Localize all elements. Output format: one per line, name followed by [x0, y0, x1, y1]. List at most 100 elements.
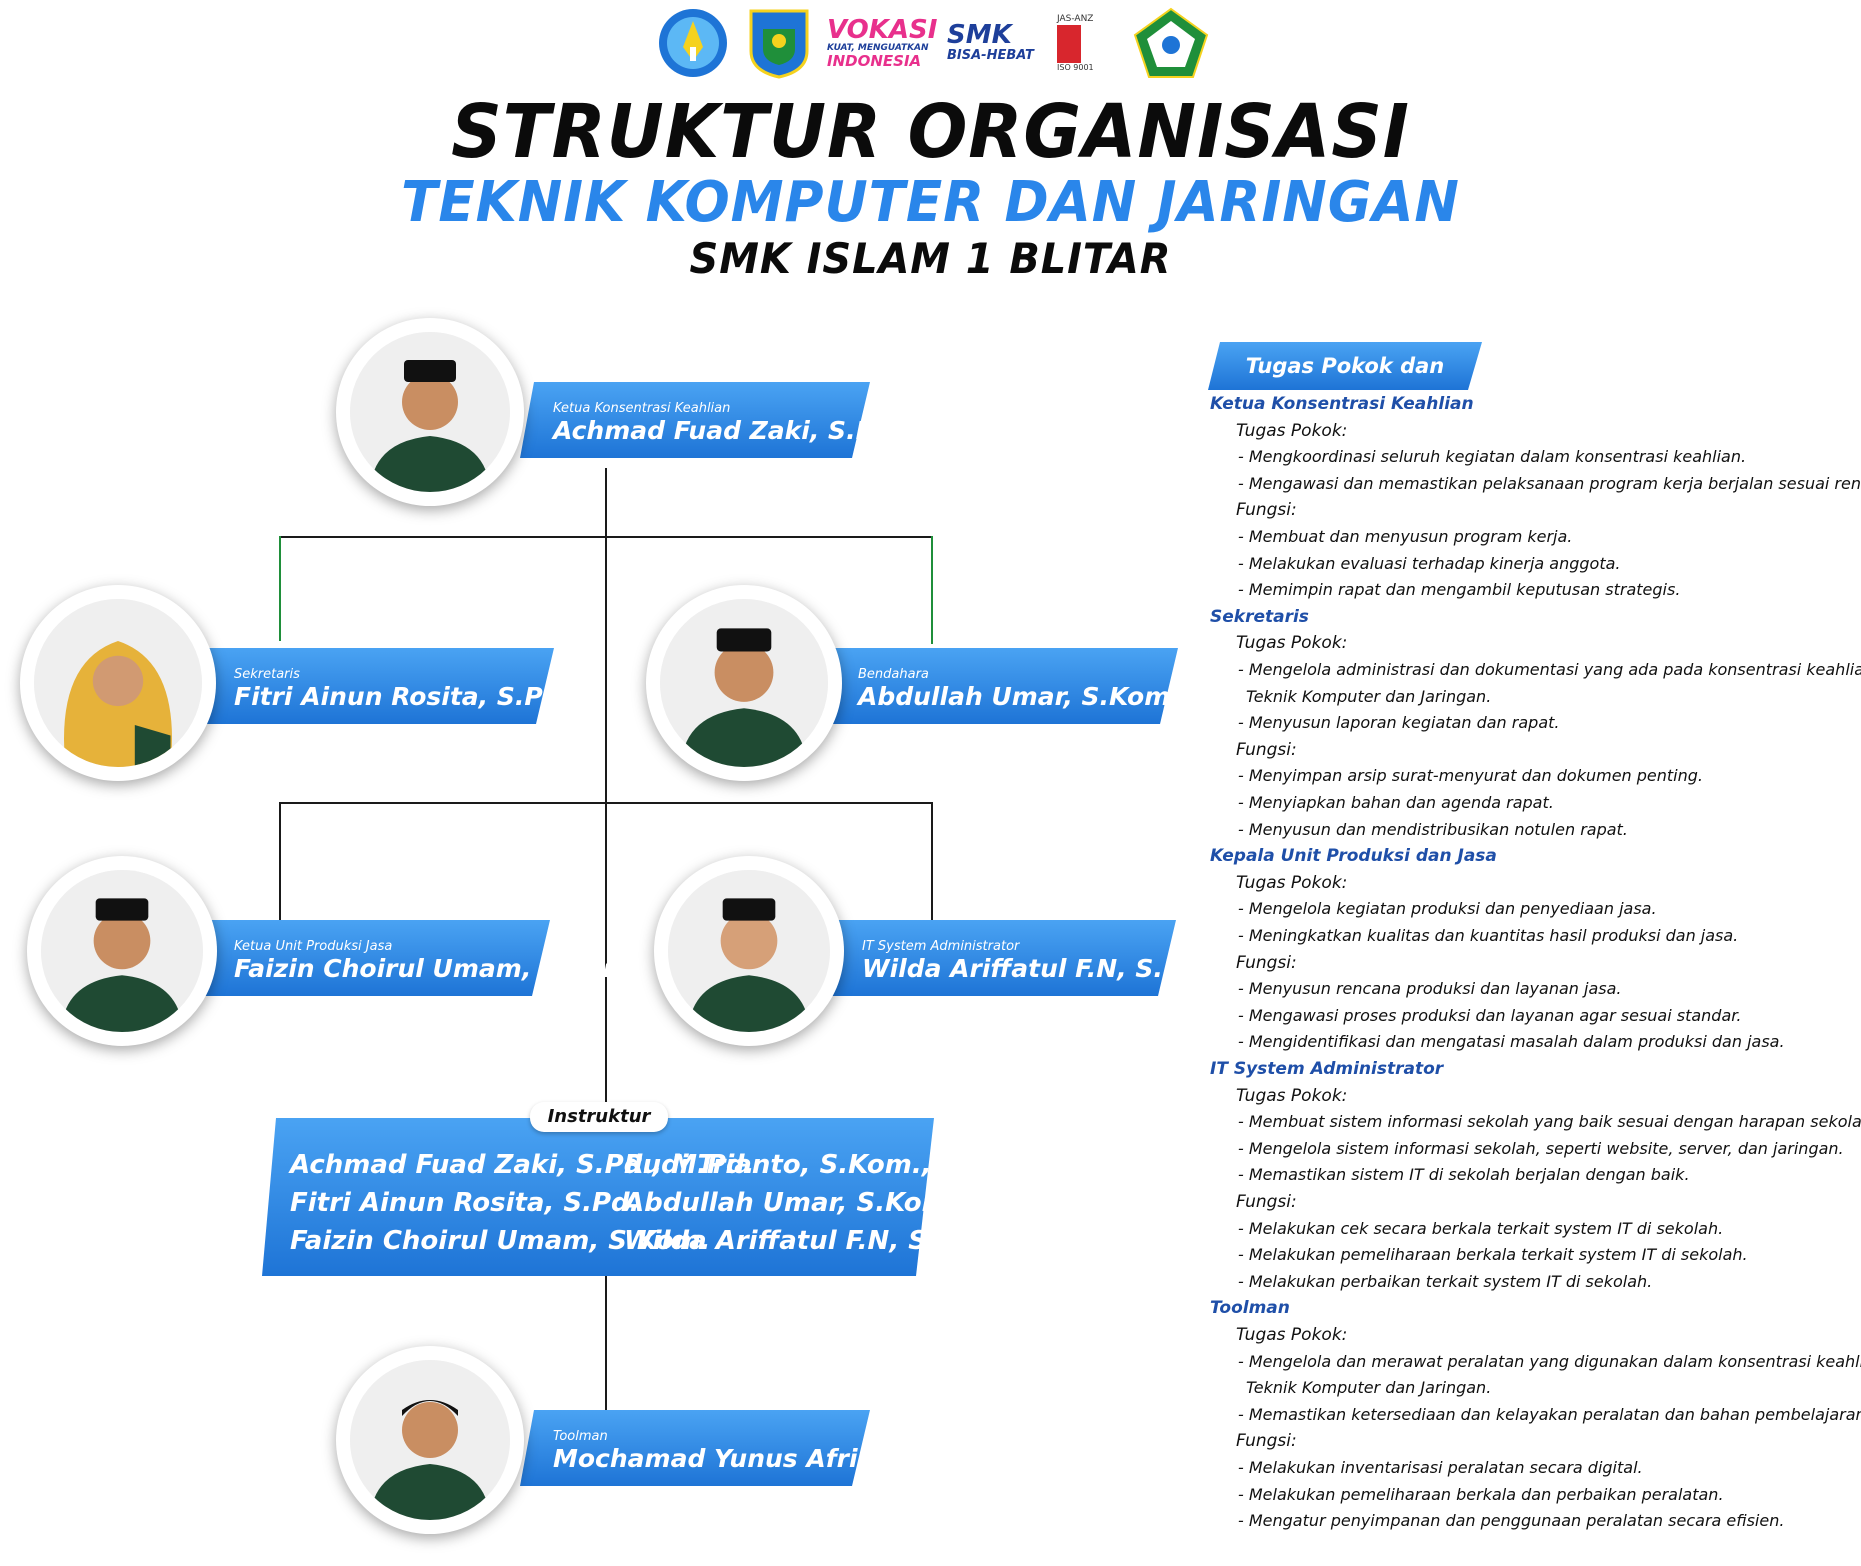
person-silhouette-icon [41, 870, 203, 1032]
tupoksi-section-title: Sekretaris [1210, 606, 1309, 627]
tupoksi-item: - Mengelola dan merawat peralatan yang d… [1238, 1351, 1861, 1371]
it-admin-photo-frame [668, 870, 830, 1032]
tupoksi-item: - Menyusun laporan kegiatan dan rapat. [1238, 713, 1560, 733]
tupoksi-item: - Mengawasi proses produksi dan layanan … [1238, 1005, 1742, 1025]
smk-logo-text: SMK [947, 20, 1012, 51]
tupoksi-fungsi-label: Fungsi: [1236, 500, 1297, 521]
ketua-role: Ketua Konsentrasi Keahlian [553, 401, 731, 416]
smk-logo-sub: BISA-HEBAT [947, 48, 1034, 64]
vokasi-logo-sub: KUAT, MENGUATKAN [827, 43, 929, 54]
tupoksi-item: - Menyimpan arsip surat-menyurat dan dok… [1238, 766, 1704, 786]
tupoksi-heading: Tugas Pokok dan Fungsi [1208, 342, 1482, 390]
tupoksi-item: - Meningkatkan kualitas dan kuantitas ha… [1238, 926, 1739, 945]
tupoksi-fungsi-label: Fungsi: [1236, 1192, 1297, 1212]
tupoksi-item: Teknik Komputer dan Jaringan. [1246, 1378, 1492, 1398]
it-admin-role: IT System Administrator [862, 939, 1020, 954]
tupoksi-item: - Melakukan pemeliharaan berkala dan per… [1238, 1484, 1724, 1504]
tupoksi-item: - Mengatur penyimpanan dan penggunaan pe… [1238, 1511, 1785, 1531]
ketua-name: Achmad Fuad Zaki, S.Pd., M.Pd. [553, 416, 1000, 445]
tupoksi-item: - Mengelola sistem informasi sekolah, se… [1238, 1138, 1844, 1158]
toolman-name: Mochamad Yunus Afriza [553, 1444, 889, 1473]
jawa-timur-crest-logo [741, 7, 817, 79]
unit-produksi-photo [27, 856, 217, 1046]
iso-logo-top: JAS-ANZ [1057, 13, 1094, 24]
sekretaris-name-plate [194, 648, 554, 724]
tupoksi-tugas-label: Tugas Pokok: [1236, 1085, 1348, 1106]
vokasi-logo-sub2: INDONESIA [827, 51, 922, 70]
bendahara-photo-frame [660, 599, 828, 767]
tut-wuri-handayani-logo [655, 7, 731, 79]
iso-red-mark [1057, 24, 1081, 63]
person-silhouette-icon [350, 332, 510, 492]
unit-produksi-name: Faizin Choirul Umam, S.Kom. [234, 954, 639, 983]
tupoksi-section-title: Ketua Konsentrasi Keahlian [1210, 394, 1474, 414]
toolman-role: Toolman [553, 1429, 608, 1444]
smk-bisa-hebat-logo: SMK BISA-HEBAT [947, 7, 1047, 79]
tupoksi-item: - Memastikan ketersediaan dan kelayakan … [1238, 1404, 1861, 1424]
tupoksi-section-title: Kepala Unit Produksi dan Jasa [1210, 846, 1497, 867]
tupoksi-item: - Melakukan inventarisasi peralatan seca… [1238, 1458, 1643, 1477]
tupoksi-item: - Memimpin rapat dan mengambil keputusan… [1238, 580, 1681, 600]
page-subtitle: TEKNIK KOMPUTER DAN JARINGAN [401, 170, 1460, 235]
tupoksi-section-title: Toolman [1210, 1298, 1290, 1319]
instruktur-name: Wilda Ariffatul F.N, S.Kom. [624, 1226, 1011, 1256]
instruktur-name: Fitri Ainun Rosita, S.Pd. [290, 1188, 640, 1218]
person-silhouette-icon [668, 870, 830, 1032]
it-admin-name: Wilda Ariffatul F.N, S.Kom. [862, 954, 1234, 983]
instruktur-label: Instruktur [530, 1102, 668, 1132]
instruktur-name: Faizin Choirul Umam, S.Kom. [290, 1226, 711, 1256]
tupoksi-tugas-label: Tugas Pokok: [1236, 420, 1348, 441]
connector-unit-produksi-drop [279, 802, 281, 920]
tupoksi-tugas-label: Tugas Pokok: [1236, 633, 1348, 654]
connector-bendahara-drop [931, 536, 933, 644]
tupoksi-item: - Mengelola kegiatan produksi dan penyed… [1238, 899, 1657, 919]
tupoksi-item: - Melakukan pemeliharaan berkala terkait… [1238, 1245, 1748, 1265]
tupoksi-tugas-label: Tugas Pokok: [1236, 872, 1348, 893]
smk-islam-blitar-logo [1131, 7, 1211, 79]
connector-it-admin-drop [931, 802, 933, 920]
connector-sekretaris-drop [279, 536, 281, 641]
tupoksi-item: - Menyusun dan mendistribusikan notulen … [1238, 819, 1628, 839]
person-silhouette-icon [34, 599, 202, 767]
ketua-name-plate [520, 382, 870, 458]
tupoksi-tugas-label: Tugas Pokok: [1236, 1325, 1348, 1345]
tupoksi-item: - Melakukan perbaikan terkait system IT … [1238, 1271, 1653, 1291]
tupoksi-fungsi-label: Fungsi: [1236, 1431, 1297, 1452]
tupoksi-item: - Melakukan evaluasi terhadap kinerja an… [1238, 553, 1621, 573]
person-silhouette-icon [660, 599, 828, 767]
connector-row1-horizontal [279, 536, 933, 538]
instruktur-name: Abdullah Umar, S.Kom. [624, 1188, 959, 1218]
tupoksi-item: - Membuat dan menyusun program kerja. [1238, 527, 1573, 546]
tupoksi-item: - Mengidentifikasi dan mengatasi masalah… [1238, 1032, 1785, 1052]
bendahara-role: Bendahara [858, 667, 929, 682]
logo-bar: VOKASI KUAT, MENGUATKAN INDONESIA SMK BI… [655, 4, 1215, 82]
sekretaris-name: Fitri Ainun Rosita, S.Pd. [234, 682, 571, 711]
person-silhouette-icon [350, 1360, 510, 1520]
tupoksi-fungsi-label: Fungsi: [1236, 952, 1297, 973]
toolman-photo-frame [350, 1360, 510, 1520]
sekretaris-photo [20, 585, 216, 781]
it-admin-photo [654, 856, 844, 1046]
tupoksi-item: - Menyiapkan bahan dan agenda rapat. [1238, 793, 1554, 812]
school-name: SMK ISLAM 1 BLITAR [689, 234, 1172, 283]
instruktur-box [262, 1118, 934, 1276]
bendahara-photo [646, 585, 842, 781]
bendahara-name-plate [818, 648, 1178, 724]
unit-produksi-photo-frame [41, 870, 203, 1032]
tupoksi-item: - Mengkoordinasi seluruh kegiatan dalam … [1238, 447, 1747, 467]
unit-produksi-name-plate [196, 920, 550, 996]
sekretaris-role: Sekretaris [234, 667, 300, 682]
tupoksi-fungsi-label: Fungsi: [1236, 739, 1297, 760]
tupoksi-item: Teknik Komputer dan Jaringan. [1246, 686, 1492, 706]
toolman-photo [336, 1346, 524, 1534]
toolman-name-plate [520, 1410, 870, 1486]
connector-row2-horizontal [279, 802, 933, 804]
tupoksi-item: - Menyusun rencana produksi dan layanan … [1238, 979, 1622, 999]
page-title: STRUKTUR ORGANISASI [451, 89, 1410, 175]
sekretaris-photo-frame [34, 599, 202, 767]
ketua-photo [336, 318, 524, 506]
it-admin-name-plate [822, 920, 1176, 996]
tupoksi-item: - Membuat sistem informasi sekolah yang … [1238, 1112, 1861, 1132]
vokasi-logo-text: VOKASI [827, 15, 938, 46]
iso-logo-text: ISO 9001 [1057, 62, 1094, 72]
